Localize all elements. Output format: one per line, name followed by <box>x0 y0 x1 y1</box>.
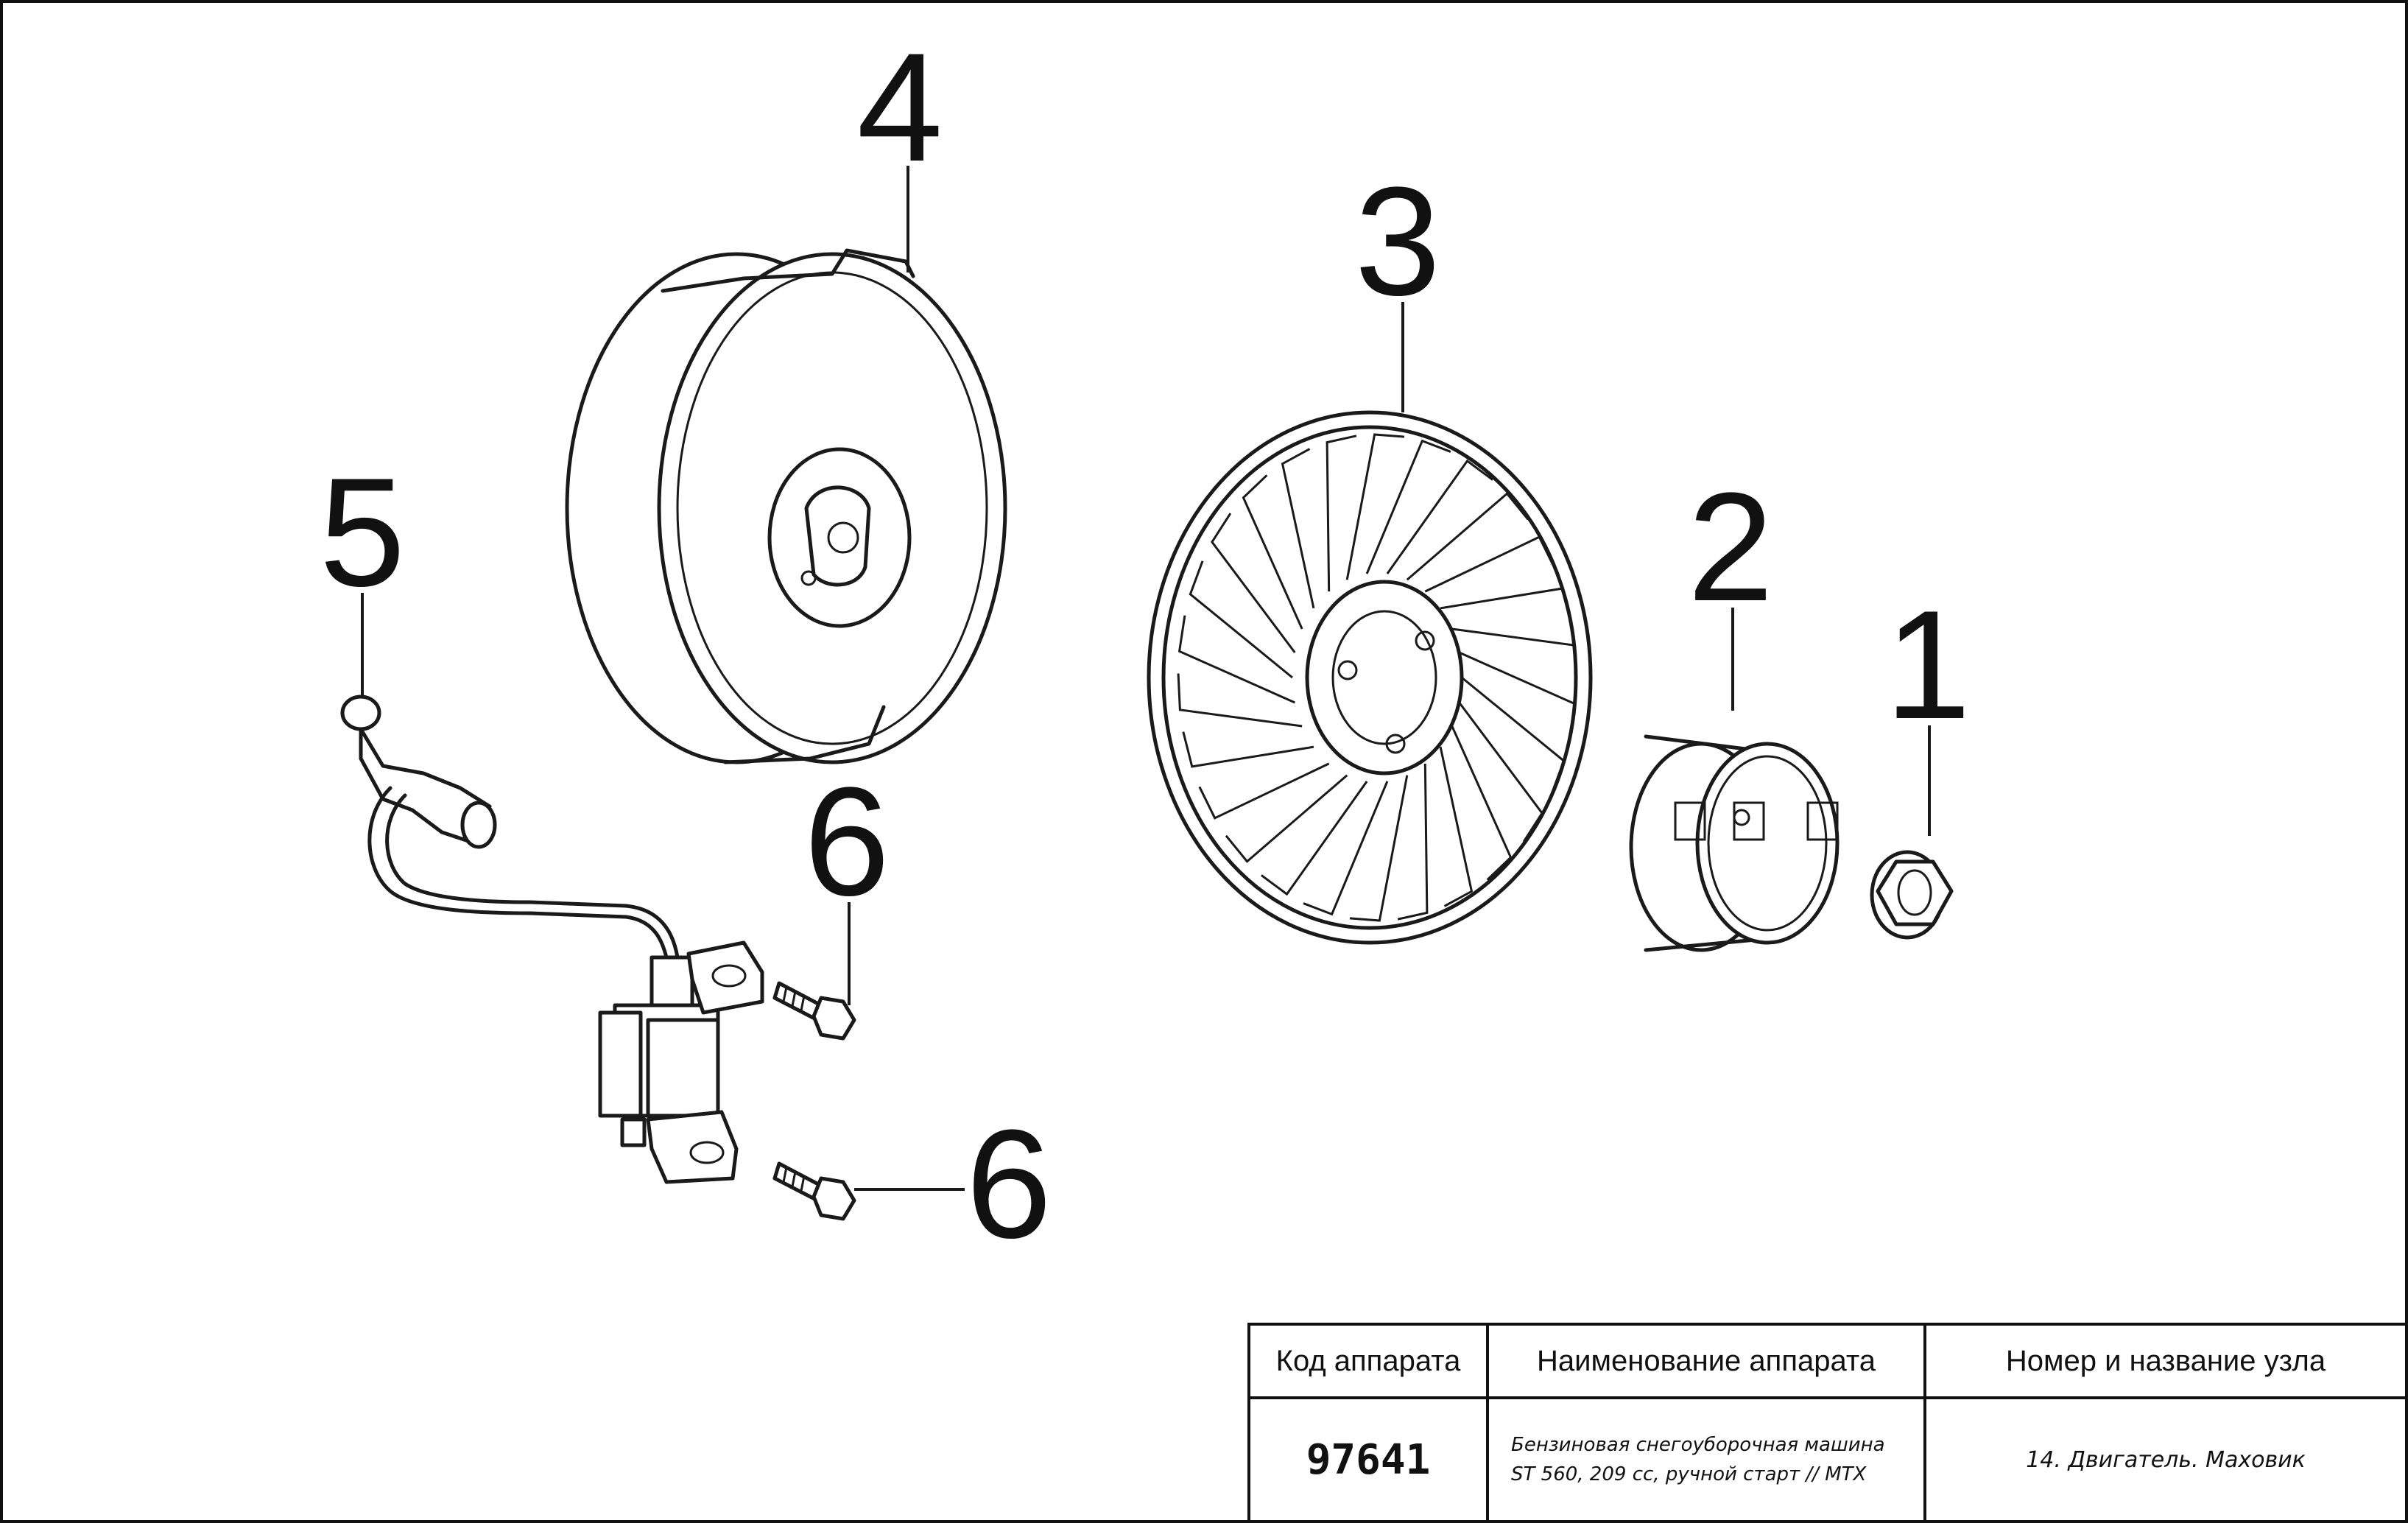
flywheel-fin <box>1345 433 1405 580</box>
flywheel-fin <box>1225 774 1348 863</box>
fan-cover-icon <box>565 248 1007 764</box>
bolt-icon <box>772 1161 856 1221</box>
flywheel-fin <box>1458 702 1543 843</box>
flywheel-fin <box>1326 435 1357 592</box>
flywheel-fin <box>1451 725 1513 881</box>
callout-6b: 6 <box>966 1097 1052 1270</box>
bolt-icon <box>772 981 856 1041</box>
flywheel-fin <box>1440 587 1572 624</box>
flywheel-fin <box>1386 459 1493 574</box>
flywheel-fin <box>1211 513 1296 653</box>
nut-icon <box>1870 850 1954 940</box>
flywheel-fin <box>1424 535 1556 593</box>
flywheel-fin <box>1365 439 1451 574</box>
flywheel-fin <box>1439 746 1474 907</box>
node-name: 14. Двигатель. Маховик <box>1923 1396 2408 1523</box>
callout-4: 4 <box>857 21 943 194</box>
flywheel-fin <box>1461 676 1566 795</box>
flywheel-fin <box>1261 781 1368 896</box>
flywheel-fin <box>1177 673 1303 728</box>
device-code: 97641 <box>1247 1396 1489 1523</box>
callout-2: 2 <box>1688 460 1774 633</box>
flywheel-fin <box>1182 731 1314 768</box>
flywheel-fin <box>1177 615 1295 704</box>
header-node: Номер и название узла <box>1923 1323 2408 1399</box>
title-block-value-row: 97641 Бензиновая снегоуборочная машина S… <box>1247 1396 2408 1523</box>
flywheel-fin <box>1451 627 1577 682</box>
ignition-coil-icon <box>340 694 764 1184</box>
flywheel-fin <box>1189 560 1293 679</box>
flywheel-fin <box>1242 474 1303 630</box>
title-block-table: Код аппарата Наименование аппарата Номер… <box>1247 1323 2408 1523</box>
flywheel-fin <box>1281 448 1315 609</box>
callout-3: 3 <box>1355 155 1441 328</box>
callout-5: 5 <box>320 446 406 619</box>
starter-cup-icon <box>1629 734 1840 952</box>
header-name: Наименование аппарата <box>1486 1323 1926 1399</box>
flywheel-fin <box>1397 763 1429 921</box>
flywheel-fin <box>1349 775 1409 922</box>
device-name: Бензиновая снегоуборочная машина ST 560,… <box>1486 1396 1926 1523</box>
title-block-header-row: Код аппарата Наименование аппарата Номер… <box>1247 1323 2408 1399</box>
flywheel-fin <box>1459 651 1577 740</box>
flywheel-fin <box>1303 781 1389 916</box>
header-code: Код аппарата <box>1247 1323 1489 1399</box>
callout-1: 1 <box>1885 578 1971 751</box>
flywheel-fin <box>1198 762 1330 820</box>
flywheel-fin <box>1406 492 1529 581</box>
device-name-line-2: ST 560, 209 cc, ручной старт // MTX <box>1511 1463 1867 1485</box>
flywheel-fan-icon <box>1147 410 1593 945</box>
device-name-line-1: Бензиновая снегоуборочная машина <box>1511 1434 1885 1456</box>
callout-6a: 6 <box>804 755 890 928</box>
